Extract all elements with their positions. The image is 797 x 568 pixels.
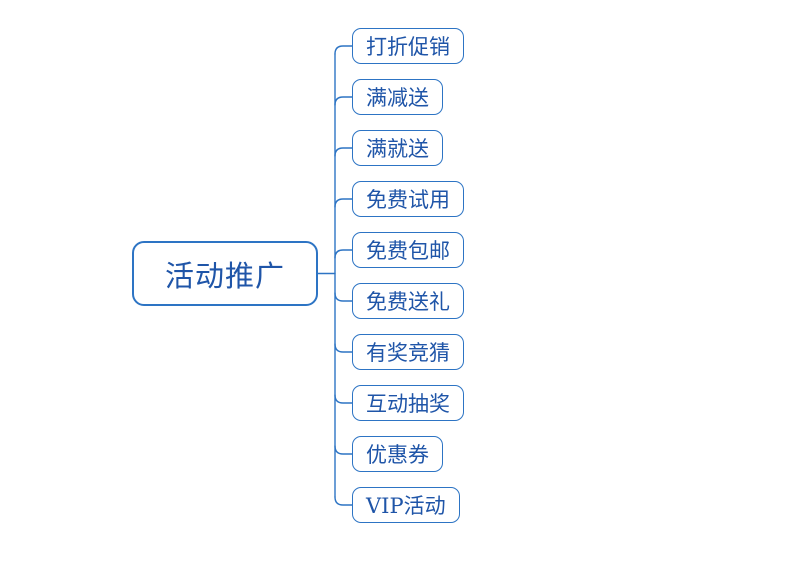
branch-line-1 <box>334 45 353 55</box>
child-node-vip-activity[interactable]: VIP活动 <box>352 487 460 523</box>
child-node-free-gift[interactable]: 免费送礼 <box>352 283 464 319</box>
branch-line-4 <box>334 198 353 208</box>
child-node-label: 优惠券 <box>366 443 429 467</box>
branch-line-10 <box>334 496 353 506</box>
child-node-free-trial[interactable]: 免费试用 <box>352 181 464 217</box>
branch-line-9 <box>334 445 353 455</box>
child-node-free-shipping[interactable]: 免费包邮 <box>352 232 464 268</box>
child-node-label: 互动抽奖 <box>366 392 450 416</box>
branch-line-2 <box>334 96 353 106</box>
branch-line-6 <box>334 292 353 302</box>
child-node-label: 满就送 <box>366 137 429 161</box>
root-node-activity-promotion[interactable]: 活动推广 <box>132 241 318 306</box>
branch-line-3 <box>334 147 353 157</box>
child-node-label: 免费试用 <box>366 188 450 212</box>
child-node-label: 免费包邮 <box>366 239 450 263</box>
child-node-label: 满减送 <box>366 86 429 110</box>
child-node-buy-and-get[interactable]: 满就送 <box>352 130 443 166</box>
child-node-label: 免费送礼 <box>366 290 450 314</box>
child-node-interactive-lottery[interactable]: 互动抽奖 <box>352 385 464 421</box>
child-node-label: VIP活动 <box>366 494 446 518</box>
branch-line-5 <box>334 249 353 259</box>
root-node-label: 活动推广 <box>164 258 285 293</box>
child-node-prize-quiz[interactable]: 有奖竞猜 <box>352 334 464 370</box>
branch-line-8 <box>334 394 353 404</box>
branch-line-7 <box>334 343 353 353</box>
child-node-label: 有奖竞猜 <box>366 341 450 365</box>
child-node-coupon[interactable]: 优惠券 <box>352 436 443 472</box>
child-node-discount-promotion[interactable]: 打折促销 <box>352 28 464 64</box>
child-node-label: 打折促销 <box>366 35 450 59</box>
child-node-spend-reduce-gift[interactable]: 满减送 <box>352 79 443 115</box>
